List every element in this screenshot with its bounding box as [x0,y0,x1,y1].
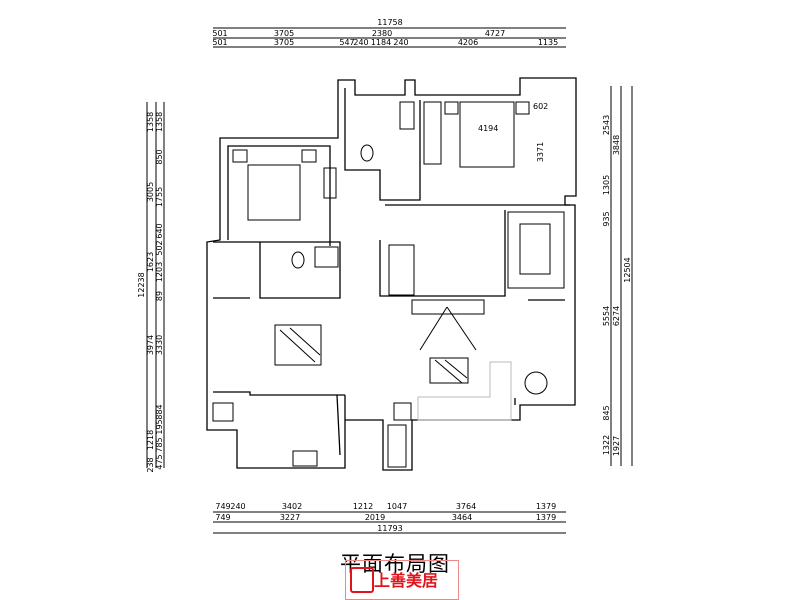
walls [206,77,577,471]
logo-watermark: 上善美居 [345,560,459,600]
bed-master [459,101,515,168]
furniture [212,101,565,468]
dim-label: 749 [215,502,230,511]
stove [292,450,318,467]
dim-label: 475 [155,454,164,469]
dim-label: 11758 [377,18,402,27]
wardrobe [323,167,337,199]
dim-label: 89 [155,291,164,301]
dim-label: 1927 [612,436,621,456]
dim-label: 3705 [274,29,294,38]
dim-label: 2019 [365,513,385,522]
dim-label: 2543 [602,115,611,135]
dim-label: 4727 [485,29,505,38]
dim-label: 1135 [538,38,558,47]
dim-label: 3705 [274,38,294,47]
dim-label: 502 [155,240,164,255]
dim-label: 1623 [146,252,155,272]
plan-title: 平面布局图 [340,552,450,576]
dim-label: 602 [533,102,548,111]
dim-label: 3764 [456,502,476,511]
dim-label: 11793 [377,524,402,533]
tv-view-line [446,306,477,351]
dim-label: 850 [155,149,164,164]
dim-label: 240 [353,38,368,47]
dining-table [274,324,322,366]
nightstand [515,101,530,115]
dim-label: 935 [602,211,611,226]
cabinet [388,244,415,296]
dim-label: 1305 [602,175,611,195]
toilet [360,144,374,162]
dim-label: 3848 [612,135,621,155]
dim-label: 845 [602,405,611,420]
dim-label: 195 [155,419,164,434]
tv-cabinet [411,299,485,315]
wardrobe [423,101,442,165]
coffee-table [429,357,469,384]
dim-label: 4194 [478,124,498,133]
dim-label: 12504 [623,257,632,282]
dim-label: 1212 [353,502,373,511]
dim-label: 4206 [458,38,478,47]
nightstand [301,149,317,163]
dim-label: 238 [146,457,155,472]
toilet [291,251,305,269]
dim-label: 3464 [452,513,472,522]
dim-label: 240 [393,38,408,47]
dim-label: 2380 [372,29,392,38]
sink [314,246,339,268]
dim-label: 3005 [146,182,155,202]
dim-label: 3227 [280,513,300,522]
cabinet [387,424,407,468]
sofa [417,361,512,421]
dim-label: 1358 [155,112,164,132]
dim-label: 884 [155,404,164,419]
dim-label: 3330 [155,335,164,355]
dim-label: 3974 [146,335,155,355]
armchair-seat [519,223,551,275]
dim-label: 785 [155,437,164,452]
logo-mark-icon [350,567,374,593]
dim-label: 1047 [387,502,407,511]
dim-label: 1358 [146,112,155,132]
round-table [524,371,548,395]
dim-label: 1379 [536,513,556,522]
dim-label: 3371 [536,142,545,162]
sink [399,101,415,130]
hatch [279,327,468,384]
dim-label: 1379 [536,502,556,511]
dim-label: 1203 [155,262,164,282]
dim-label: 1755 [155,187,164,207]
dim-label: 1184 [371,38,391,47]
dim-label: 1218 [146,430,155,450]
washing-machine [212,402,234,422]
dim-label: 3402 [282,502,302,511]
armchair [507,211,565,289]
dim-label: 501 [212,29,227,38]
dim-label: 1322 [602,435,611,455]
nightstand [232,149,248,163]
dim-label: 240 [230,502,245,511]
dim-label: 640 [155,223,164,238]
dim-label: 749 [215,513,230,522]
dim-label: 501 [212,38,227,47]
nightstand [444,101,459,115]
bed-left [247,164,301,221]
side-table [393,402,412,421]
dim-label: 12238 [137,272,146,297]
tv-view-line [419,306,448,351]
dim-label: 5554 [602,306,611,326]
dimension-labels: 11758 501 3705 2380 4727 501 3705 547 24… [137,18,632,533]
logo-text: 上善美居 [374,571,439,590]
dim-label: 6274 [612,306,621,326]
dim-label: 547 [339,38,354,47]
